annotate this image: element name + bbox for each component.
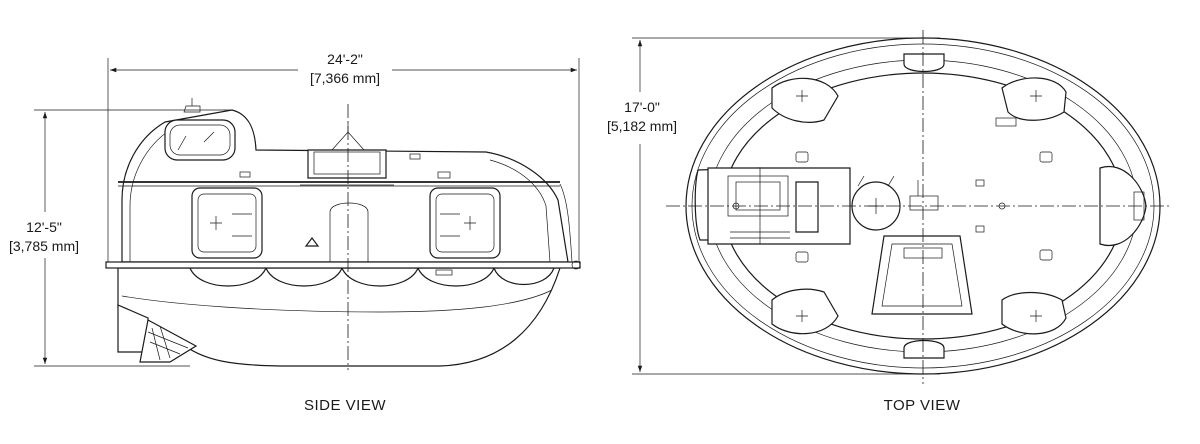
top-width-metric: [5,182 mm]: [607, 118, 677, 134]
top-width-dimension: 17'-0" [5,182 mm]: [607, 37, 940, 375]
top-door-fwd-port: [771, 77, 839, 123]
top-door-aft-port: [1001, 77, 1067, 121]
top-view: 17'-0" [5,182 mm]: [607, 30, 1170, 384]
side-height-dimension: 12'-5" [3,785 mm]: [9, 109, 232, 367]
top-door-fwd-stbd: [771, 288, 839, 335]
top-engine-box: [871, 180, 973, 315]
side-height-imperial: 12'-5": [26, 219, 62, 235]
side-entry-door-fwd: [191, 187, 263, 259]
side-length-metric: [7,366 mm]: [310, 70, 380, 86]
side-length-imperial: 24'-2": [327, 51, 363, 67]
top-view-caption: TOP VIEW: [884, 397, 961, 414]
side-skeg-rudder: [117, 304, 198, 363]
side-coxswain-window: [164, 119, 236, 161]
top-width-imperial: 17'-0": [624, 99, 660, 115]
side-fender-band: [105, 261, 581, 269]
side-view: 24'-2" [7,366 mm] 12'-5" [3,785 mm]: [9, 51, 581, 370]
side-length-dimension: 24'-2" [7,366 mm]: [107, 51, 580, 262]
side-buoyancy-lobes: [189, 267, 555, 287]
top-door-aft-stbd: [1001, 291, 1067, 335]
side-view-caption: SIDE VIEW: [304, 397, 386, 414]
side-height-metric: [3,785 mm]: [9, 238, 79, 254]
side-top-hatch: [300, 122, 394, 186]
side-entry-door-aft: [429, 187, 501, 259]
